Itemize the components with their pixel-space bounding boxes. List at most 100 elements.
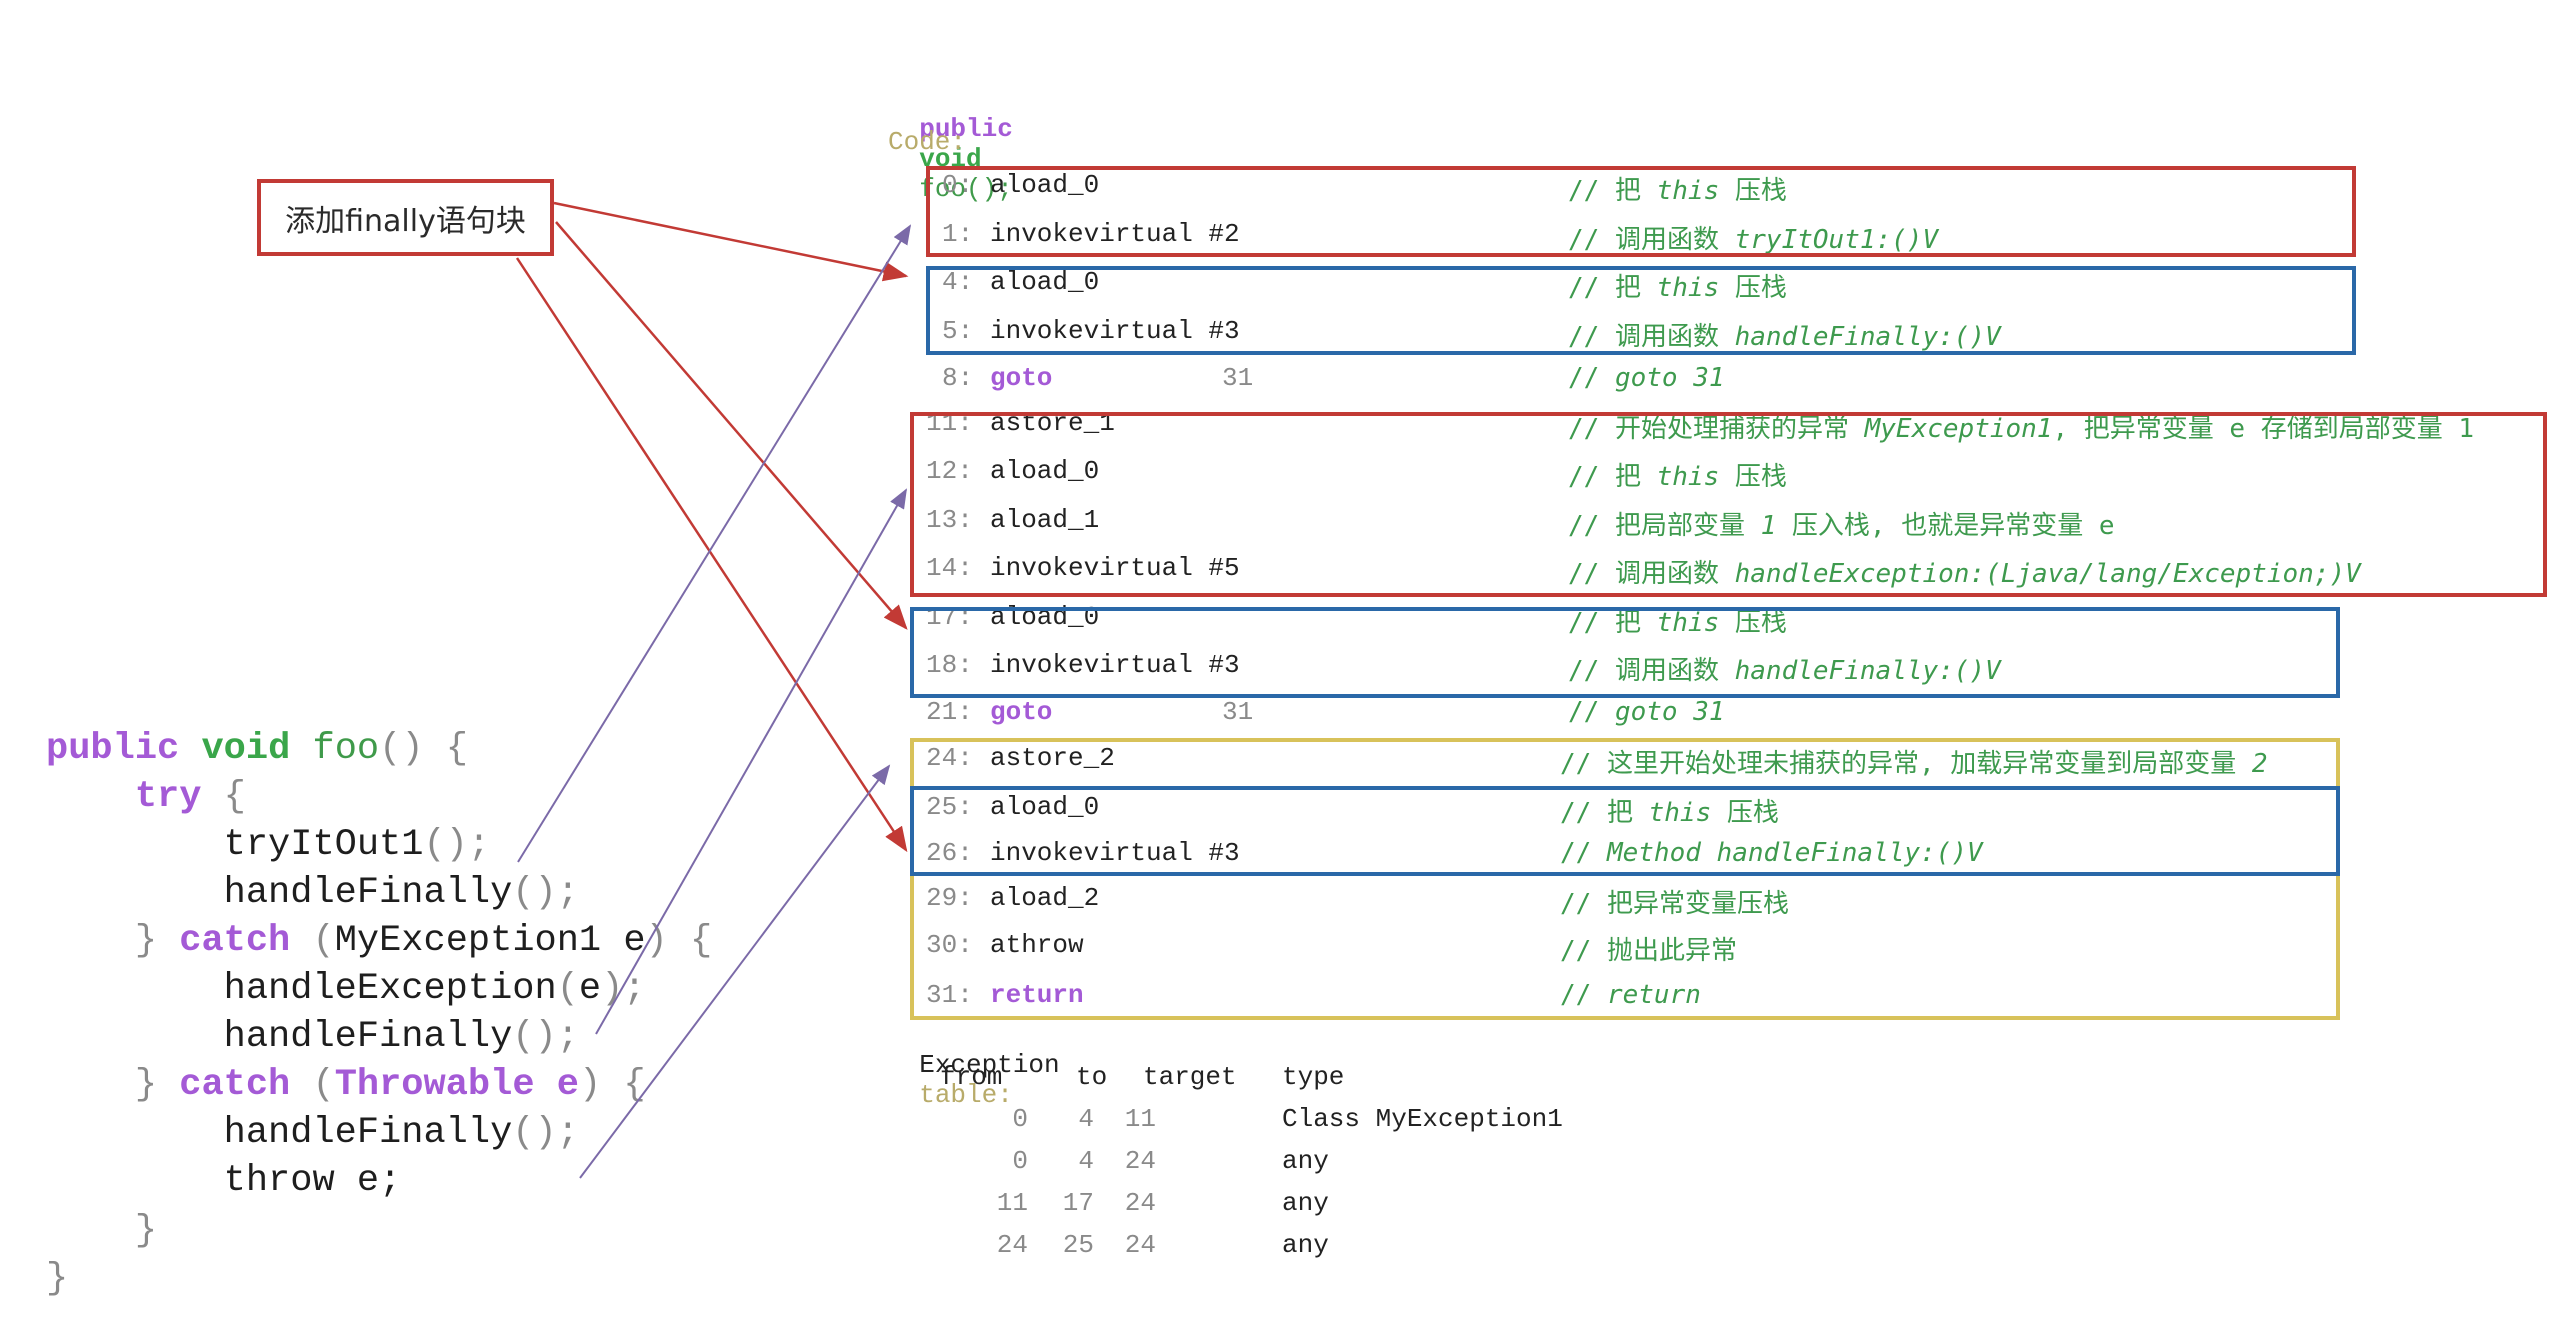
- comment-code-ref: MyException1: [1864, 414, 2053, 444]
- source-token: try: [134, 776, 202, 818]
- instruction-offset: 1:: [942, 219, 974, 249]
- source-line: handleFinally();: [46, 1016, 579, 1058]
- exception-table-cell-target: 24: [1124, 1146, 1156, 1176]
- instruction-opcode: goto: [990, 363, 1053, 393]
- exception-table-cell-from: 24: [996, 1230, 1028, 1260]
- comment-code-ref: this: [1656, 462, 1720, 492]
- instruction-opcode: invokevirtual #5: [990, 553, 1240, 583]
- arrow-tryitout-to-bytecode: [517, 224, 912, 863]
- exception-table-cell-type: any: [1282, 1146, 1329, 1176]
- source-token: tryItOut1: [46, 824, 424, 866]
- comment-text: //: [1560, 838, 1607, 868]
- source-token: {: [201, 776, 246, 818]
- instruction-offset: 0:: [942, 170, 974, 200]
- comment-code-ref: this: [1648, 798, 1712, 828]
- comment-code-ref: goto 31: [1614, 363, 1725, 393]
- comment-text: //: [1568, 363, 1615, 393]
- instruction-offset: 4:: [942, 267, 974, 297]
- comment-text: // 抛出此异常: [1560, 936, 1737, 966]
- exception-table-cell-type: any: [1282, 1230, 1329, 1260]
- source-token: (: [290, 920, 335, 962]
- comment-code-ref: this: [1656, 273, 1720, 303]
- instruction-opcode: invokevirtual #2: [990, 219, 1240, 249]
- comment-code-ref: handleException:(Ljava/lang/Exception;)V: [1734, 559, 2361, 589]
- exception-table-cell-from: 0: [1012, 1104, 1028, 1134]
- instruction-comment: // 调用函数 handleFinally:()V: [1568, 650, 2001, 687]
- instruction-comment: // return: [1560, 980, 1701, 1010]
- code-label: Code:: [888, 127, 967, 157]
- exception-table-cell-from: 0: [1012, 1146, 1028, 1176]
- source-line: public void foo() {: [46, 728, 468, 770]
- source-token: (: [290, 1064, 335, 1106]
- instruction-comment: // 把 this 压栈: [1568, 456, 1787, 493]
- instruction-offset: 26:: [926, 838, 973, 868]
- source-token: }: [46, 1258, 69, 1300]
- exception-table-title: Exception table:: [888, 1020, 1059, 1110]
- arrow-finally-to-block-2: [555, 221, 908, 630]
- source-token: (: [556, 968, 579, 1010]
- instruction-offset: 18:: [926, 650, 973, 680]
- source-token: ) {: [645, 920, 713, 962]
- any-handler-box: [910, 738, 2340, 1020]
- comment-text: // 把: [1568, 608, 1657, 638]
- source-token: );: [601, 968, 646, 1010]
- source-token: throw e;: [46, 1160, 402, 1202]
- source-token: foo: [312, 728, 380, 770]
- comment-text-suffix: 压栈: [1719, 462, 1787, 492]
- source-token: Throwable e: [334, 1064, 579, 1106]
- comment-text: // 调用函数: [1568, 225, 1735, 255]
- catch-block-box: [910, 412, 2547, 597]
- comment-text: // 把局部变量: [1568, 511, 1761, 541]
- comment-text: // 把异常变量压栈: [1560, 889, 1789, 919]
- comment-text: // 调用函数: [1568, 559, 1735, 589]
- instruction-opcode: astore_2: [990, 743, 1115, 773]
- source-line: throw e;: [46, 1160, 402, 1202]
- comment-text: // 把: [1568, 462, 1657, 492]
- source-token: }: [46, 920, 180, 962]
- comment-text: //: [1560, 980, 1607, 1010]
- instruction-offset: 25:: [926, 792, 973, 822]
- comment-code-ref: 1: [1760, 511, 1777, 541]
- comment-text: // 这里开始处理未捕获的异常, 加载异常变量到局部变量: [1560, 749, 2252, 779]
- instruction-offset: 5:: [942, 316, 974, 346]
- comment-code-ref: handleFinally:()V: [1734, 322, 2001, 352]
- source-token: void: [201, 728, 291, 770]
- source-token: [46, 776, 135, 818]
- annotation-label: 添加finally语句块: [285, 203, 526, 239]
- source-token: [290, 728, 312, 770]
- finally-inline-box-1: [926, 266, 2356, 355]
- source-token: handleFinally: [46, 1112, 513, 1154]
- comment-text-suffix: 压栈: [1719, 608, 1787, 638]
- instruction-comment: // 把异常变量压栈: [1560, 883, 1789, 920]
- exception-table-label-suffix: table:: [919, 1080, 1013, 1110]
- instruction-comment: // goto 31: [1568, 363, 1725, 393]
- comment-text: // 调用函数: [1568, 322, 1735, 352]
- source-token: ();: [423, 824, 491, 866]
- instruction-comment: // 调用函数 tryItOut1:()V: [1568, 219, 1938, 256]
- instruction-opcode: return: [990, 980, 1084, 1010]
- comment-text: // 把: [1560, 798, 1649, 828]
- exception-table-cell-to: 17: [1062, 1188, 1094, 1218]
- instruction-offset: 31:: [926, 980, 973, 1010]
- source-line: }: [46, 1258, 68, 1300]
- comment-code-ref: this: [1656, 176, 1720, 206]
- instruction-opcode: aload_1: [990, 505, 1100, 535]
- instruction-opcode: invokevirtual #3: [990, 650, 1240, 680]
- instruction-operand: 31: [1222, 697, 1254, 727]
- arrow-finally-to-block-1: [553, 201, 909, 282]
- exception-table-header-from: from: [940, 1062, 1003, 1092]
- comment-text-suffix: 压栈: [1719, 273, 1787, 303]
- instruction-opcode: aload_0: [990, 456, 1100, 486]
- instruction-comment: // 调用函数 handleException:(Ljava/lang/Exce…: [1568, 553, 2361, 590]
- instruction-offset: 21:: [926, 697, 973, 727]
- instruction-opcode: invokevirtual #3: [990, 838, 1240, 868]
- exception-table-cell-target: 11: [1124, 1104, 1156, 1134]
- source-line: handleException(e);: [46, 968, 646, 1010]
- instruction-comment: // 把 this 压栈: [1560, 792, 1779, 829]
- signature-name: foo();: [919, 174, 1013, 204]
- comment-text-suffix: 压栈: [1711, 798, 1779, 828]
- instruction-comment: // 把 this 压栈: [1568, 267, 1787, 304]
- instruction-comment: // Method handleFinally:()V: [1560, 838, 1983, 868]
- finally-inline-box-3: [910, 786, 2340, 876]
- exception-table-cell-to: 4: [1078, 1104, 1094, 1134]
